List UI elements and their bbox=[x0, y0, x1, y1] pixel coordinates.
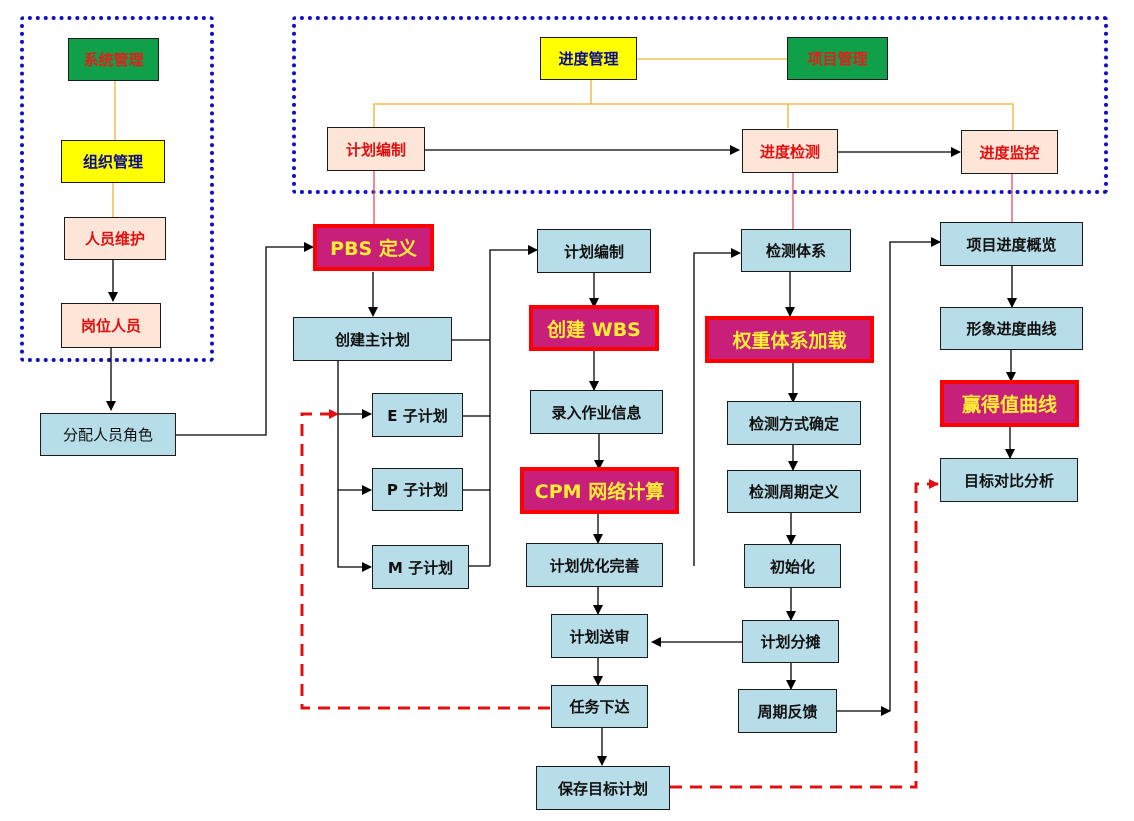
node-label: 进度监控 bbox=[979, 143, 1040, 162]
node-post-personnel[interactable]: 岗位人员 bbox=[61, 303, 161, 348]
node-label: 赢得值曲线 bbox=[961, 394, 1057, 416]
node-m-subplan[interactable]: M 子计划 bbox=[372, 545, 469, 589]
node-earned-value-curve[interactable]: 赢得值曲线 bbox=[940, 380, 1079, 427]
node-target-comparison[interactable]: 目标对比分析 bbox=[940, 458, 1078, 502]
node-label: 进度检测 bbox=[759, 142, 820, 161]
node-pbs-definition[interactable]: PBS 定义 bbox=[313, 224, 434, 271]
node-label: 检测方式确定 bbox=[748, 414, 839, 433]
node-label: 保存目标计划 bbox=[557, 779, 648, 798]
node-label: 任务下达 bbox=[569, 698, 630, 716]
node-label: 周期反馈 bbox=[757, 702, 818, 721]
node-label: 初始化 bbox=[769, 557, 815, 576]
node-label: 项目进度概览 bbox=[966, 235, 1057, 254]
node-label: 计划优化完善 bbox=[549, 556, 640, 575]
node-progress-check-module[interactable]: 进度检测 bbox=[742, 129, 838, 173]
node-label: PBS 定义 bbox=[330, 238, 417, 260]
node-label: 检测周期定义 bbox=[748, 483, 839, 501]
node-label: CPM 网络计算 bbox=[534, 481, 665, 503]
node-cpm-network-calc[interactable]: CPM 网络计算 bbox=[520, 467, 679, 514]
node-check-period[interactable]: 检测周期定义 bbox=[727, 470, 861, 513]
node-plan-review[interactable]: 计划送审 bbox=[551, 614, 648, 658]
node-initialize[interactable]: 初始化 bbox=[744, 544, 841, 588]
node-assign-roles[interactable]: 分配人员角色 bbox=[40, 413, 176, 456]
node-visual-progress-curve[interactable]: 形象进度曲线 bbox=[940, 307, 1083, 350]
node-label: 创建主计划 bbox=[334, 330, 410, 349]
node-plan-optimize[interactable]: 计划优化完善 bbox=[526, 543, 663, 587]
node-project-management[interactable]: 项目管理 bbox=[787, 37, 888, 80]
node-label: 检测体系 bbox=[765, 242, 826, 260]
node-label: 计划编制 bbox=[345, 140, 406, 159]
node-project-overview[interactable]: 项目进度概览 bbox=[940, 222, 1083, 266]
node-plan-compile[interactable]: 计划编制 bbox=[537, 229, 651, 273]
node-label: 岗位人员 bbox=[80, 317, 141, 335]
node-label: 进度管理 bbox=[558, 50, 619, 68]
node-label: 分配人员角色 bbox=[62, 426, 153, 444]
node-system-management[interactable]: 系统管理 bbox=[68, 38, 159, 81]
node-label: 形象进度曲线 bbox=[966, 320, 1057, 338]
node-schedule-management[interactable]: 进度管理 bbox=[540, 37, 637, 80]
node-organization-management[interactable]: 组织管理 bbox=[61, 140, 165, 183]
node-create-wbs[interactable]: 创建 WBS bbox=[529, 305, 659, 351]
node-task-issue[interactable]: 任务下达 bbox=[551, 685, 648, 728]
node-plan-compile-module[interactable]: 计划编制 bbox=[327, 127, 425, 171]
system-admin-group bbox=[20, 16, 214, 362]
node-label: 计划编制 bbox=[563, 242, 624, 261]
node-label: 权重体系加载 bbox=[732, 330, 847, 352]
node-label: 系统管理 bbox=[83, 51, 144, 69]
node-label: M 子计划 bbox=[387, 558, 454, 577]
node-save-baseline[interactable]: 保存目标计划 bbox=[536, 766, 670, 810]
node-progress-monitor-module[interactable]: 进度监控 bbox=[961, 130, 1058, 174]
node-label: 项目管理 bbox=[807, 50, 868, 68]
node-e-subplan[interactable]: E 子计划 bbox=[372, 393, 463, 437]
node-label: 人员维护 bbox=[84, 230, 145, 248]
node-label: 创建 WBS bbox=[547, 318, 641, 341]
node-check-method[interactable]: 检测方式确定 bbox=[727, 401, 861, 445]
node-period-feedback[interactable]: 周期反馈 bbox=[738, 689, 837, 733]
node-label: 计划送审 bbox=[569, 627, 630, 646]
node-create-master-plan[interactable]: 创建主计划 bbox=[293, 317, 452, 361]
node-plan-allocate[interactable]: 计划分摊 bbox=[742, 620, 839, 663]
node-weight-system-load[interactable]: 权重体系加载 bbox=[705, 316, 874, 363]
node-personnel-maintenance[interactable]: 人员维护 bbox=[64, 217, 166, 260]
node-label: 录入作业信息 bbox=[551, 403, 642, 422]
node-label: 目标对比分析 bbox=[963, 471, 1054, 490]
schedule-management-group bbox=[292, 16, 1108, 194]
node-label: 组织管理 bbox=[82, 153, 143, 171]
node-label: 计划分摊 bbox=[760, 633, 821, 651]
node-p-subplan[interactable]: P 子计划 bbox=[372, 468, 463, 511]
node-label: E 子计划 bbox=[387, 406, 448, 425]
node-label: P 子计划 bbox=[386, 481, 449, 499]
node-enter-activity-info[interactable]: 录入作业信息 bbox=[530, 390, 663, 434]
node-check-system[interactable]: 检测体系 bbox=[741, 229, 851, 272]
